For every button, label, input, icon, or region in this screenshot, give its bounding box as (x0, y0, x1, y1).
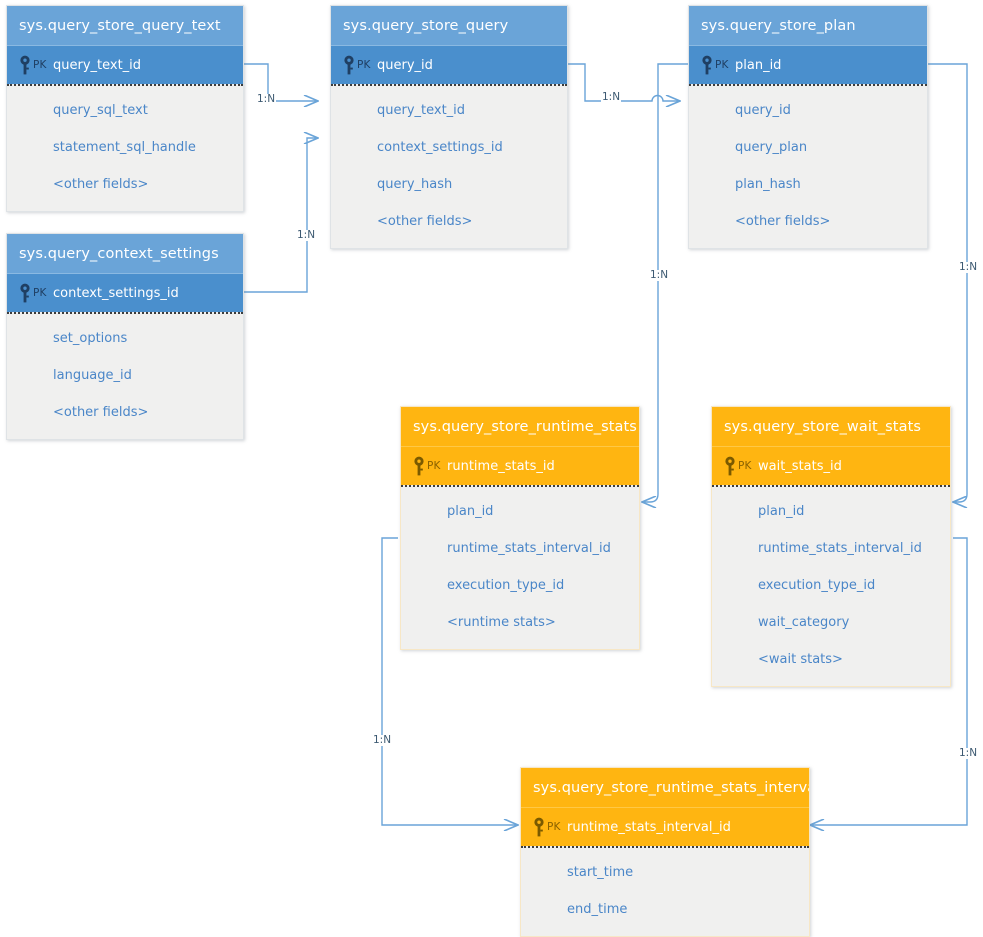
entity-field: execution_type_id (758, 578, 876, 593)
entity-field: <other fields> (53, 405, 149, 420)
entity-pk-row[interactable]: PK query_id (331, 46, 567, 84)
entity-query-store-query-text[interactable]: sys.query_store_query_text PK query_text… (6, 5, 244, 212)
entity-title: sys.query_store_query_text (7, 6, 243, 46)
entity-field: end_time (567, 902, 628, 917)
entity-title: sys.query_store_wait_stats (712, 407, 950, 447)
key-icon (344, 55, 354, 75)
entity-field: plan_id (758, 504, 805, 519)
cardinality-label-r1: 1:N (256, 93, 277, 105)
pk-tag: PK (715, 59, 729, 71)
pk-field-name: wait_stats_id (758, 458, 842, 474)
entity-field: runtime_stats_interval_id (447, 541, 611, 556)
pk-field-name: plan_id (735, 57, 782, 73)
key-icon (414, 456, 424, 476)
pk-field-name: runtime_stats_id (447, 458, 555, 474)
entity-pk-row[interactable]: PK context_settings_id (7, 274, 243, 312)
pk-field-name: query_text_id (53, 57, 142, 73)
entity-field: context_settings_id (377, 140, 503, 155)
pk-tag: PK (357, 59, 371, 71)
entity-query-store-query[interactable]: sys.query_store_query PK query_id query_… (330, 5, 568, 249)
connector-plan-to-runtime-stats (642, 63, 688, 502)
entity-field-list: start_time end_time (521, 846, 809, 936)
entity-title: sys.query_context_settings (7, 234, 243, 274)
pk-tag: PK (427, 460, 441, 472)
entity-field: query_hash (377, 177, 453, 192)
connector-runtime-stats-to-interval (381, 537, 518, 825)
pk-tag: PK (33, 287, 47, 299)
key-icon (702, 55, 712, 75)
entity-field: <other fields> (377, 214, 473, 229)
entity-field-list: plan_id runtime_stats_interval_id execut… (712, 485, 950, 686)
entity-field: <runtime stats> (447, 615, 556, 630)
entity-field: <other fields> (53, 177, 149, 192)
pk-field-name: context_settings_id (53, 285, 179, 301)
entity-query-store-runtime-stats[interactable]: sys.query_store_runtime_stats PK runtime… (400, 406, 640, 650)
entity-field: query_text_id (377, 103, 466, 118)
pk-field-name: runtime_stats_interval_id (567, 819, 731, 835)
entity-field: wait_category (758, 615, 850, 630)
entity-field: query_id (735, 103, 791, 118)
cardinality-label-r2: 1:N (296, 229, 317, 241)
entity-query-store-runtime-stats-interval[interactable]: sys.query_store_runtime_stats_interval P… (520, 767, 810, 937)
entity-field: statement_sql_handle (53, 140, 196, 155)
cardinality-label-r4: 1:N (649, 269, 670, 281)
entity-pk-row[interactable]: PK wait_stats_id (712, 447, 950, 485)
key-icon (20, 283, 30, 303)
entity-field: query_sql_text (53, 103, 148, 118)
entity-field-list: set_options language_id <other fields> (7, 312, 243, 439)
entity-field: set_options (53, 331, 128, 346)
entity-title: sys.query_store_query (331, 6, 567, 46)
cardinality-label-r6: 1:N (372, 734, 393, 746)
key-icon (534, 817, 544, 837)
entity-field: language_id (53, 368, 132, 383)
connector-context-settings-to-query (244, 138, 318, 293)
pk-tag: PK (738, 460, 752, 472)
entity-query-context-settings[interactable]: sys.query_context_settings PK context_se… (6, 233, 244, 440)
entity-field: start_time (567, 865, 634, 880)
connector-query-text-to-query (244, 63, 318, 101)
entity-field: <wait stats> (758, 652, 843, 667)
entity-query-store-plan[interactable]: sys.query_store_plan PK plan_id query_id… (688, 5, 928, 249)
entity-title: sys.query_store_plan (689, 6, 927, 46)
entity-query-store-wait-stats[interactable]: sys.query_store_wait_stats PK wait_stats… (711, 406, 951, 687)
cardinality-label-r7: 1:N (958, 747, 979, 759)
entity-field: plan_id (447, 504, 494, 519)
entity-field: query_plan (735, 140, 808, 155)
entity-pk-row[interactable]: PK plan_id (689, 46, 927, 84)
entity-field-list: query_sql_text statement_sql_handle <oth… (7, 84, 243, 211)
pk-tag: PK (33, 59, 47, 71)
entity-title: sys.query_store_runtime_stats_interval (521, 768, 809, 808)
connector-query-to-plan (568, 63, 680, 101)
entity-pk-row[interactable]: PK runtime_stats_interval_id (521, 808, 809, 846)
connector-wait-stats-to-interval (810, 537, 968, 825)
cardinality-label-r3: 1:N (601, 91, 622, 103)
entity-pk-row[interactable]: PK query_text_id (7, 46, 243, 84)
key-icon (20, 55, 30, 75)
entity-field: <other fields> (735, 214, 831, 229)
pk-field-name: query_id (377, 57, 433, 73)
entity-title: sys.query_store_runtime_stats (401, 407, 639, 447)
entity-field-list: query_text_id context_settings_id query_… (331, 84, 567, 248)
entity-pk-row[interactable]: PK runtime_stats_id (401, 447, 639, 485)
key-icon (725, 456, 735, 476)
entity-field: execution_type_id (447, 578, 565, 593)
cardinality-label-r5: 1:N (958, 261, 979, 273)
pk-tag: PK (547, 821, 561, 833)
entity-field: runtime_stats_interval_id (758, 541, 922, 556)
entity-field-list: plan_id runtime_stats_interval_id execut… (401, 485, 639, 649)
entity-field-list: query_id query_plan plan_hash <other fie… (689, 84, 927, 248)
entity-field: plan_hash (735, 177, 801, 192)
connector-plan-to-wait-stats (928, 63, 968, 502)
